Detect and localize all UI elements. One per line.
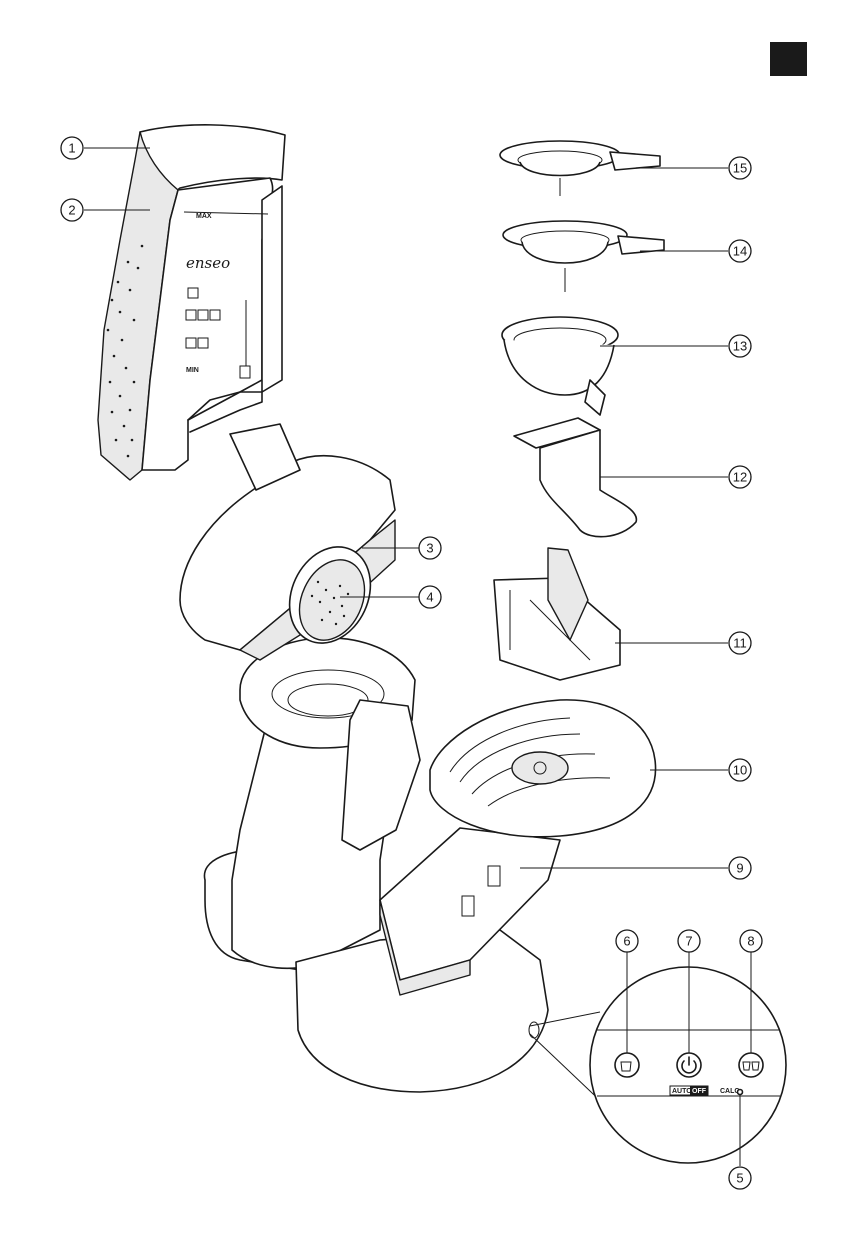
svg-text:14: 14 [733, 244, 747, 259]
auto-label: AUTO [672, 1088, 692, 1095]
callout-12: 12 [729, 466, 751, 488]
off-label: OFF [692, 1088, 707, 1095]
callout-14: 14 [729, 240, 751, 262]
callout-13: 13 [729, 335, 751, 357]
svg-text:1: 1 [68, 141, 75, 156]
svg-text:4: 4 [426, 590, 433, 605]
svg-text:13: 13 [733, 339, 747, 354]
callout-6: 6 [616, 930, 638, 952]
svg-text:3: 3 [426, 541, 433, 556]
svg-text:5: 5 [736, 1171, 743, 1186]
pad-holder-one-cup [500, 141, 660, 196]
brand-label: enseo [186, 254, 230, 272]
svg-text:15: 15 [733, 161, 747, 176]
water-tank: MAX MIN enseo [98, 125, 285, 480]
callout-4: 4 [419, 586, 441, 608]
one-cup-button[interactable] [615, 1053, 639, 1077]
svg-text:2: 2 [68, 203, 75, 218]
callout-15: 15 [729, 157, 751, 179]
min-label: MIN [186, 367, 199, 374]
callout-10: 10 [729, 759, 751, 781]
svg-text:9: 9 [736, 861, 743, 876]
svg-text:8: 8 [747, 934, 754, 949]
cup-plate [430, 700, 656, 837]
svg-text:7: 7 [685, 934, 692, 949]
svg-text:6: 6 [623, 934, 630, 949]
page-tab-marker [770, 42, 807, 76]
callout-1: 1 [61, 137, 83, 159]
pad-holder-two-cup [503, 221, 664, 292]
svg-text:12: 12 [733, 470, 747, 485]
two-cup-button[interactable] [739, 1053, 763, 1077]
calc-label: CALC [720, 1088, 739, 1095]
svg-text:10: 10 [733, 763, 747, 778]
svg-text:11: 11 [733, 636, 747, 651]
callout-11: 11 [729, 632, 751, 654]
coffee-spout-funnel [502, 317, 618, 415]
callout-8: 8 [740, 930, 762, 952]
power-button[interactable] [677, 1053, 701, 1077]
max-label: MAX [196, 213, 212, 220]
callout-5: 5 [729, 1167, 751, 1189]
callout-7: 7 [678, 930, 700, 952]
coffee-outlet-frame [494, 548, 620, 680]
control-panel-detail: AUTO OFF CALC [530, 967, 786, 1163]
callout-3: 3 [419, 537, 441, 559]
callout-2: 2 [61, 199, 83, 221]
callout-9: 9 [729, 857, 751, 879]
